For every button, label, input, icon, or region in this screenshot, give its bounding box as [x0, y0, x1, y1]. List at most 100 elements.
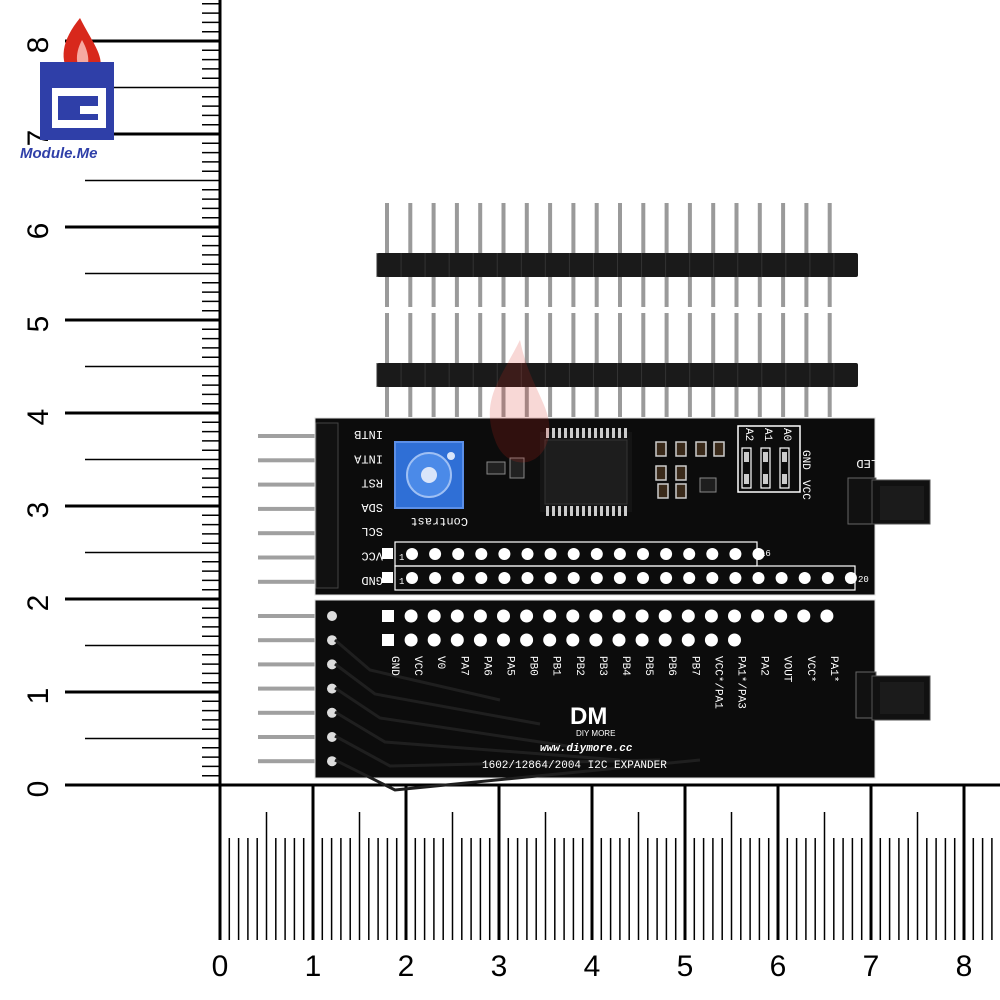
logo-text: DM [570, 703, 607, 730]
product-label: 1602/12864/2004 I2C EXPANDER [482, 760, 667, 772]
solder-hole [613, 548, 626, 560]
side-pin [258, 579, 320, 584]
solder-hole [382, 610, 394, 622]
solder-hole [520, 633, 534, 647]
brand-text: Module.Me [20, 145, 98, 162]
ruler-number: 8 [956, 950, 973, 983]
url-label: www.diymore.cc [540, 743, 633, 755]
solder-hole [590, 548, 603, 560]
side-pin-label: INTB [354, 427, 383, 441]
solder-hole [406, 572, 418, 584]
solder-hole [452, 572, 465, 584]
side-pin [258, 710, 320, 715]
solder-hole [544, 548, 557, 560]
solder-hole [450, 633, 464, 647]
solder-hole [637, 548, 649, 560]
solder-hole [612, 609, 626, 623]
side-pin-label: INTA [353, 451, 383, 465]
solder-hole [327, 611, 337, 621]
solder-hole [427, 633, 441, 647]
ruler-number: 2 [22, 595, 55, 612]
solder-hole [566, 633, 580, 647]
ruler-number: 5 [677, 950, 694, 983]
side-pin [258, 735, 320, 739]
solder-hole [729, 548, 742, 560]
side-pin-label: RST [361, 476, 383, 490]
solder-hole [635, 633, 649, 647]
address-label: A1 [761, 428, 773, 442]
side-pin-label: SCL [361, 524, 383, 538]
pin-label: PB1 [550, 656, 562, 676]
solder-hole [589, 609, 603, 623]
solder-hole [821, 572, 834, 584]
pin-label: VCC [411, 656, 423, 676]
solder-hole [520, 609, 534, 623]
logo-subtext: DIY MORE [576, 729, 615, 738]
module-me-logo: Module.Me [20, 18, 114, 162]
solder-hole [473, 633, 487, 647]
side-pin [258, 506, 320, 511]
pin-label: VCC*/PA1 [711, 656, 723, 709]
side-pin [258, 434, 320, 438]
solder-hole [327, 659, 337, 670]
ruler-number: 7 [863, 950, 880, 983]
solder-hole [729, 572, 742, 584]
solder-hole [658, 609, 672, 623]
solder-hole [566, 609, 580, 623]
solder-hole [589, 633, 603, 647]
side-pin-label: VCC [361, 549, 383, 563]
solder-hole [798, 572, 811, 584]
solder-hole [497, 633, 510, 647]
ruler-number: 3 [22, 502, 55, 519]
pin-label: VOUT [781, 656, 793, 683]
solder-hole [327, 635, 337, 646]
side-pin-label: SDA [361, 500, 383, 514]
solder-hole [429, 548, 442, 560]
solder-hole [774, 609, 788, 623]
solder-hole [406, 548, 418, 560]
pin-label: PA2 [758, 656, 770, 676]
address-label: A2 [742, 428, 754, 441]
solder-hole [706, 572, 719, 584]
row1-start-marker: 1 [399, 553, 404, 563]
solder-hole [543, 609, 557, 623]
pin-label: PA1* [827, 656, 839, 682]
solder-hole [660, 572, 673, 584]
solder-hole [728, 633, 741, 647]
pin-label: PB3 [596, 656, 608, 676]
row1-end-marker: 16 [760, 549, 771, 559]
side-pin [258, 555, 320, 560]
pin-label: PB7 [688, 656, 700, 676]
contrast-potentiometer [394, 441, 464, 509]
solder-hole [752, 572, 765, 584]
pin-label: PB6 [665, 656, 677, 676]
solder-hole [567, 548, 580, 560]
solder-hole [752, 548, 765, 560]
solder-hole [567, 572, 580, 584]
contrast-label: Contrast [410, 514, 468, 528]
pin-label: GND [388, 656, 400, 676]
solder-hole [475, 548, 488, 560]
solder-hole [452, 548, 465, 560]
side-pin [258, 531, 320, 536]
pin-label: V0 [434, 656, 446, 669]
side-pin [258, 638, 320, 643]
address-label: A0 [780, 428, 792, 441]
pin-label: PB2 [573, 656, 585, 676]
side-pin-label: GND [361, 573, 383, 587]
side-pin [258, 614, 320, 618]
solder-hole [728, 609, 741, 623]
solder-hole [612, 633, 626, 647]
ruler-number: 0 [22, 781, 55, 798]
ruler-number: 6 [770, 950, 787, 983]
pin-label: PA1*/PA3 [735, 656, 747, 709]
solder-hole [497, 609, 510, 623]
expander-ic [540, 428, 632, 516]
side-pin [258, 686, 320, 691]
solder-hole [704, 609, 718, 623]
solder-hole [473, 609, 487, 623]
solder-hole [327, 756, 337, 767]
solder-hole [427, 609, 441, 623]
